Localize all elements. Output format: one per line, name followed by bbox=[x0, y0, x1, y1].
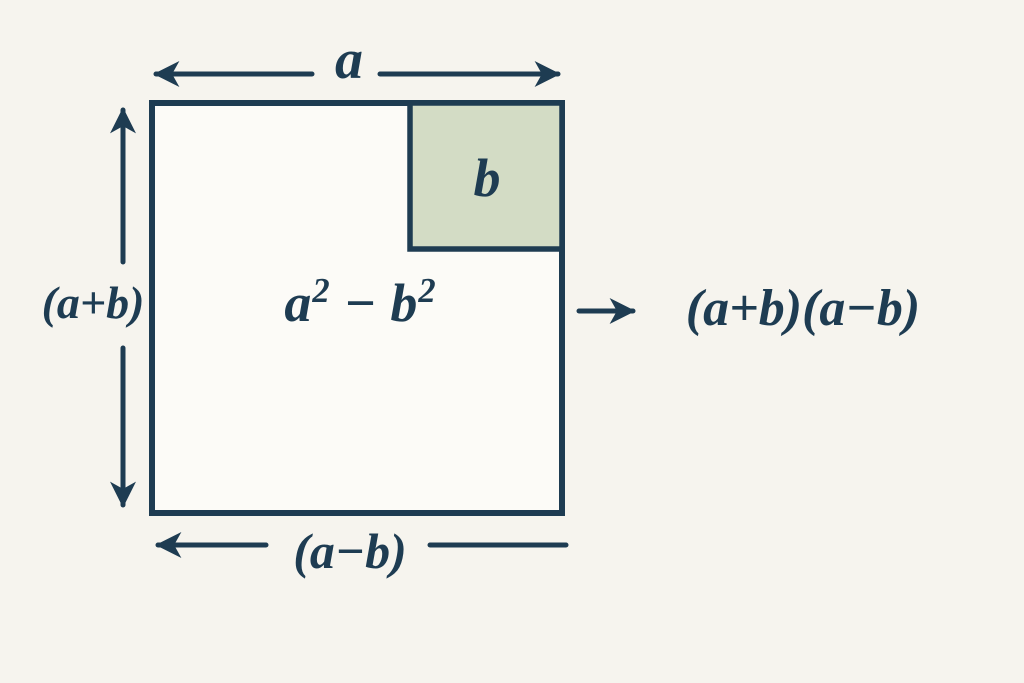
left-dimension-label: (a+b) bbox=[37, 274, 149, 332]
bottom-dimension-label: (a−b) bbox=[283, 526, 417, 576]
factored-result-label: (a+b)(a−b) bbox=[685, 280, 921, 337]
top-dimension-label: a bbox=[327, 32, 371, 88]
area-exponent-a: 2 bbox=[312, 272, 330, 310]
minus-operator: − bbox=[343, 273, 377, 333]
area-term-a: a bbox=[284, 273, 312, 333]
area-exponent-b: 2 bbox=[418, 272, 436, 310]
area-term-b: b bbox=[390, 273, 418, 333]
inner-square-b bbox=[407, 100, 565, 252]
inner-square-label: b bbox=[473, 148, 501, 208]
area-expression: a2−b2 bbox=[284, 273, 435, 333]
